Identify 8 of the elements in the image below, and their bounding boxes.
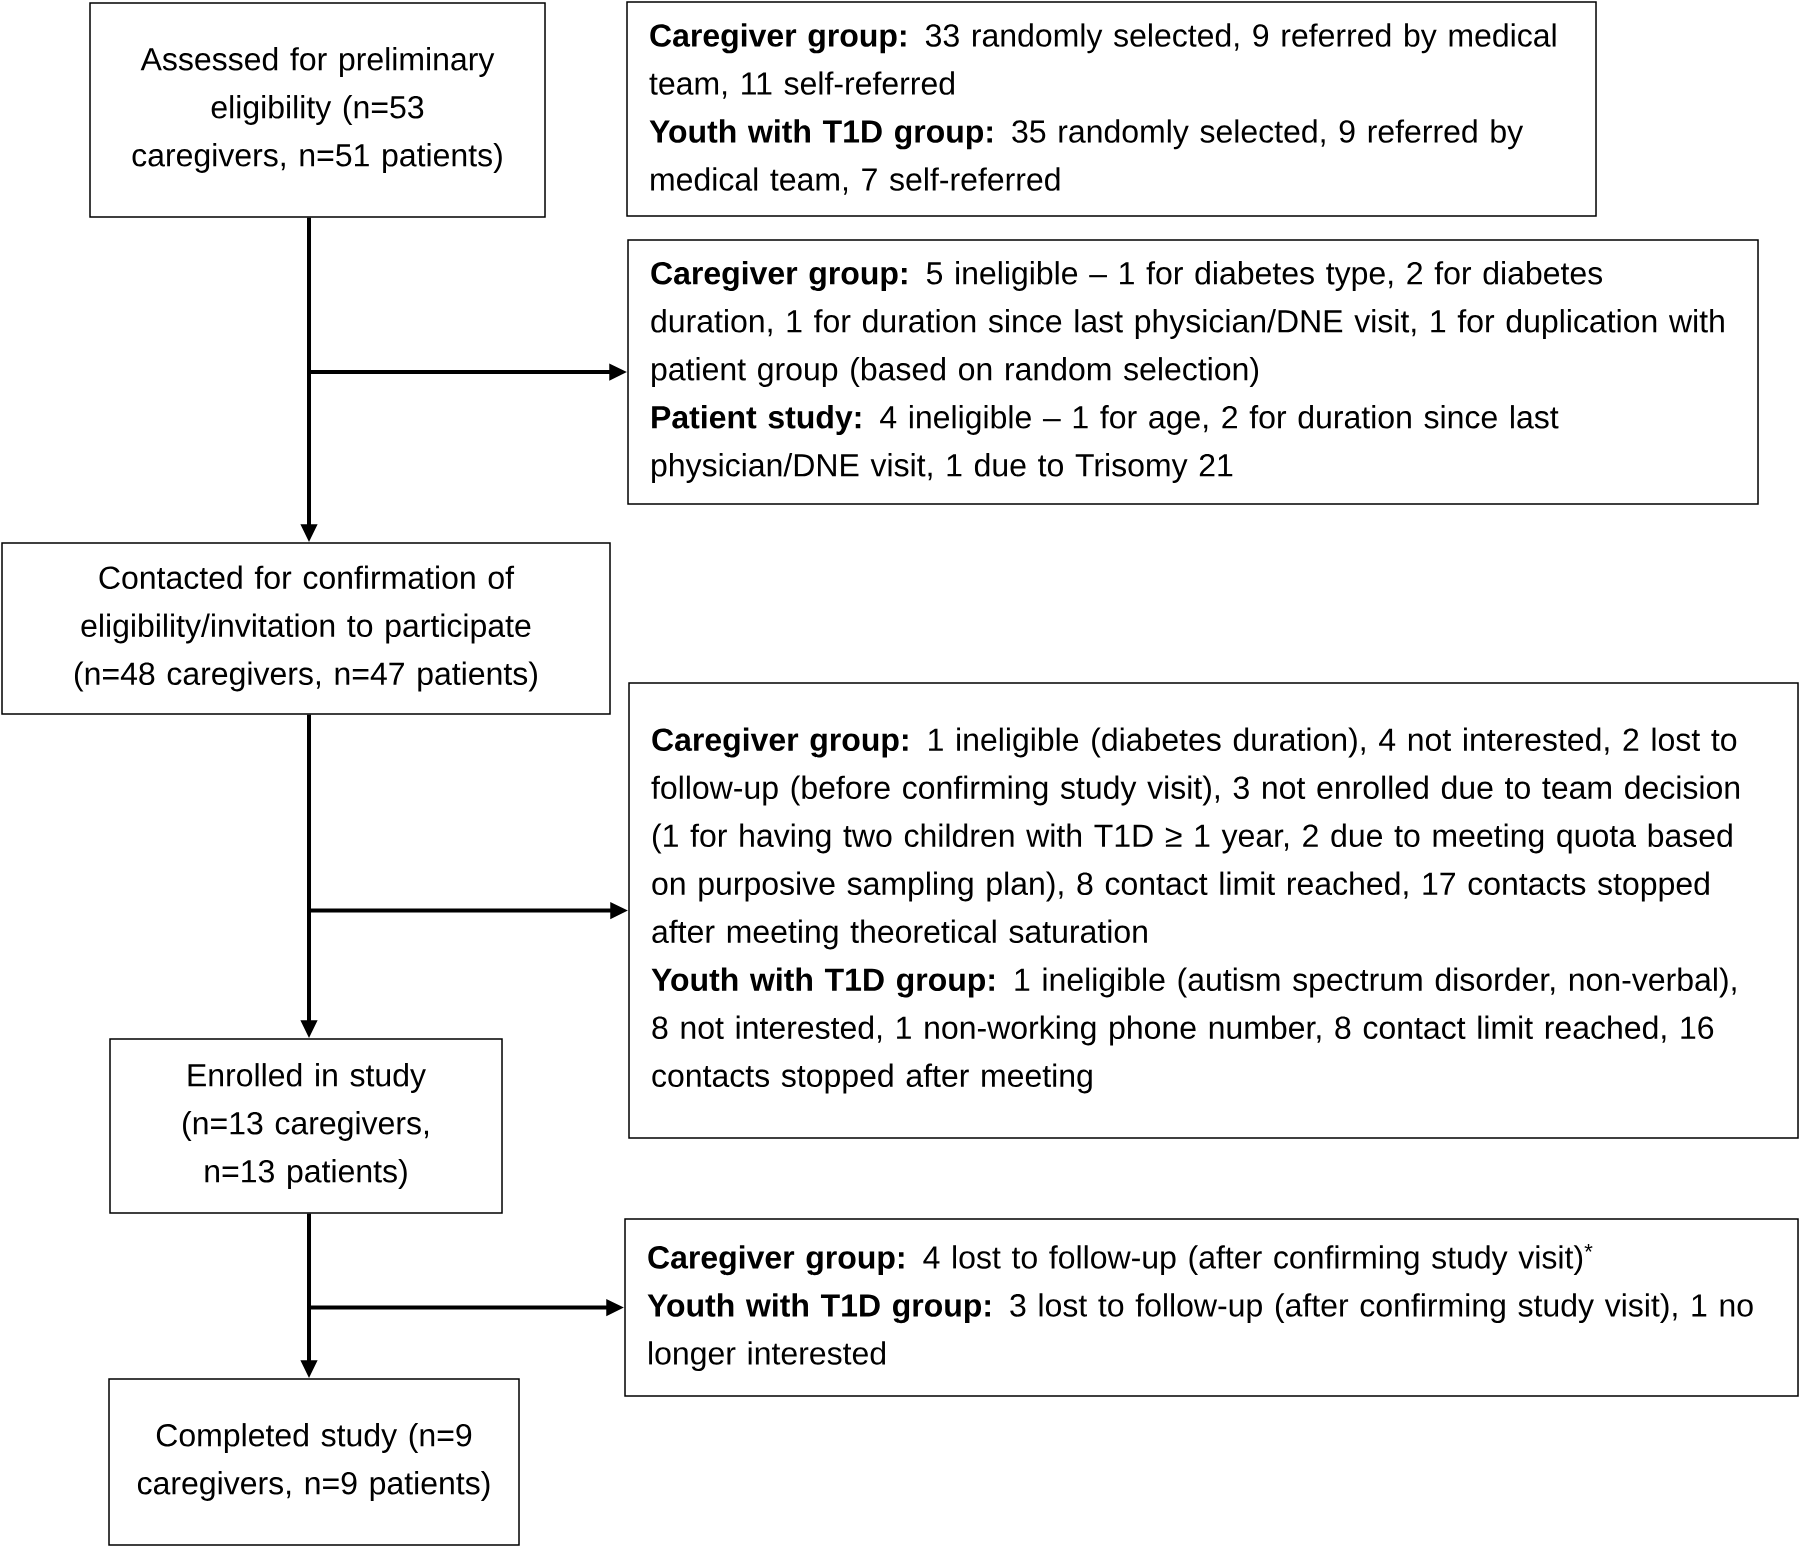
note-box: Caregiver group: 1 ineligible (diabetes duration), 4 not interested, 2 lost to follow-up (before confirming study visit), 3 not enrolled due to team decision (1 for having two children with T1D ≥ 1 year, 2 due to meeting quota based on purposive sampling plan), 8 contact limit reached, 17 contacts stopped after meeting theoretical saturation Youth with T1D group: 1 ineligible (autism spectrum disorder, non-verbal), 8 not interested, 1 non-working phone number, 8 contact limit reached, 16 contacts stopped after meeting — [628, 682, 1799, 1139]
process-box: Assessed for preliminary eligibility (n=53 caregivers, n=51 patients) — [89, 2, 546, 218]
note-box: Caregiver group: 5 ineligible – 1 for diabetes type, 2 for diabetes duration, 1 for duration since last physician/DNE visit, 1 for duplication with patient group (based on random selection) Patient study: 4 ineligible – 1 for age, 2 for duration since last physician/DNE visit, 1 due to Trisomy 21 — [627, 239, 1759, 505]
note-box: Caregiver group: 33 randomly selected, 9 referred by medical team, 11 self-referred Youth with T1D group: 35 randomly selected, 9 referred by medical team, 7 self-referred — [626, 1, 1597, 217]
process-box: Enrolled in study (n=13 caregivers, n=13 patients) — [109, 1038, 503, 1214]
note-box: Caregiver group: 4 lost to follow-up (after confirming study visit)$^{*}$ Youth with T1D group: 3 lost to follow-up (after confirming study visit), 1 no longer interested — [624, 1218, 1799, 1397]
process-box: Completed study (n=9 caregivers, n=9 patients) — [108, 1378, 520, 1546]
process-box: Contacted for confirmation of eligibility/invitation to participate (n=48 caregivers, n=47 patients) — [1, 542, 611, 715]
